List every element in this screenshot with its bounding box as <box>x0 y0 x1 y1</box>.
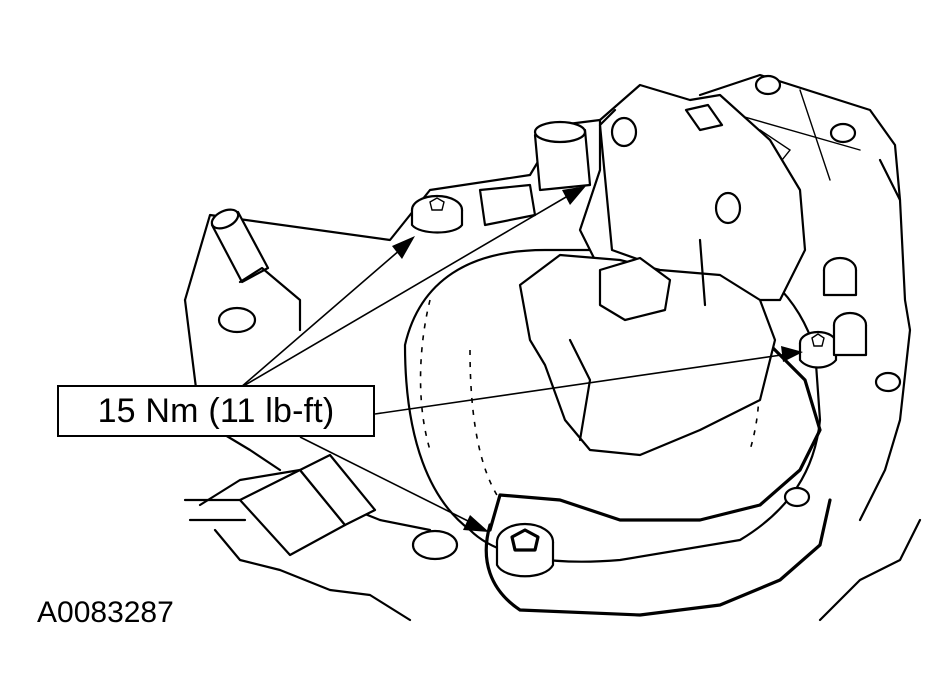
leader-arrow-icon <box>463 515 489 532</box>
leader-line-pipe <box>239 189 579 389</box>
small-bolts <box>217 74 902 561</box>
left-sensor <box>210 208 302 332</box>
leader-line-right-bolt <box>374 352 796 415</box>
torx-bolt-top <box>410 194 464 234</box>
top-bracket <box>518 83 807 457</box>
leader-arrow-icon <box>392 236 415 259</box>
figure-identifier: A0083287 <box>37 596 174 629</box>
lower-connector <box>183 453 377 557</box>
leader-arrow-icon <box>562 186 586 205</box>
torque-callout-label: 15 Nm (11 lb-ft) <box>97 391 335 430</box>
pipe-fitting <box>478 120 592 227</box>
torx-bolt-bottom <box>495 522 555 578</box>
leader-line-bottom-bolt <box>299 436 481 528</box>
leader-line-top-bolt <box>239 242 409 389</box>
leader-arrow-icon <box>781 346 803 362</box>
torque-callout-box: 15 Nm (11 lb-ft) <box>57 385 375 437</box>
torx-bolt-right <box>798 330 838 369</box>
leader-arrows <box>239 186 803 532</box>
